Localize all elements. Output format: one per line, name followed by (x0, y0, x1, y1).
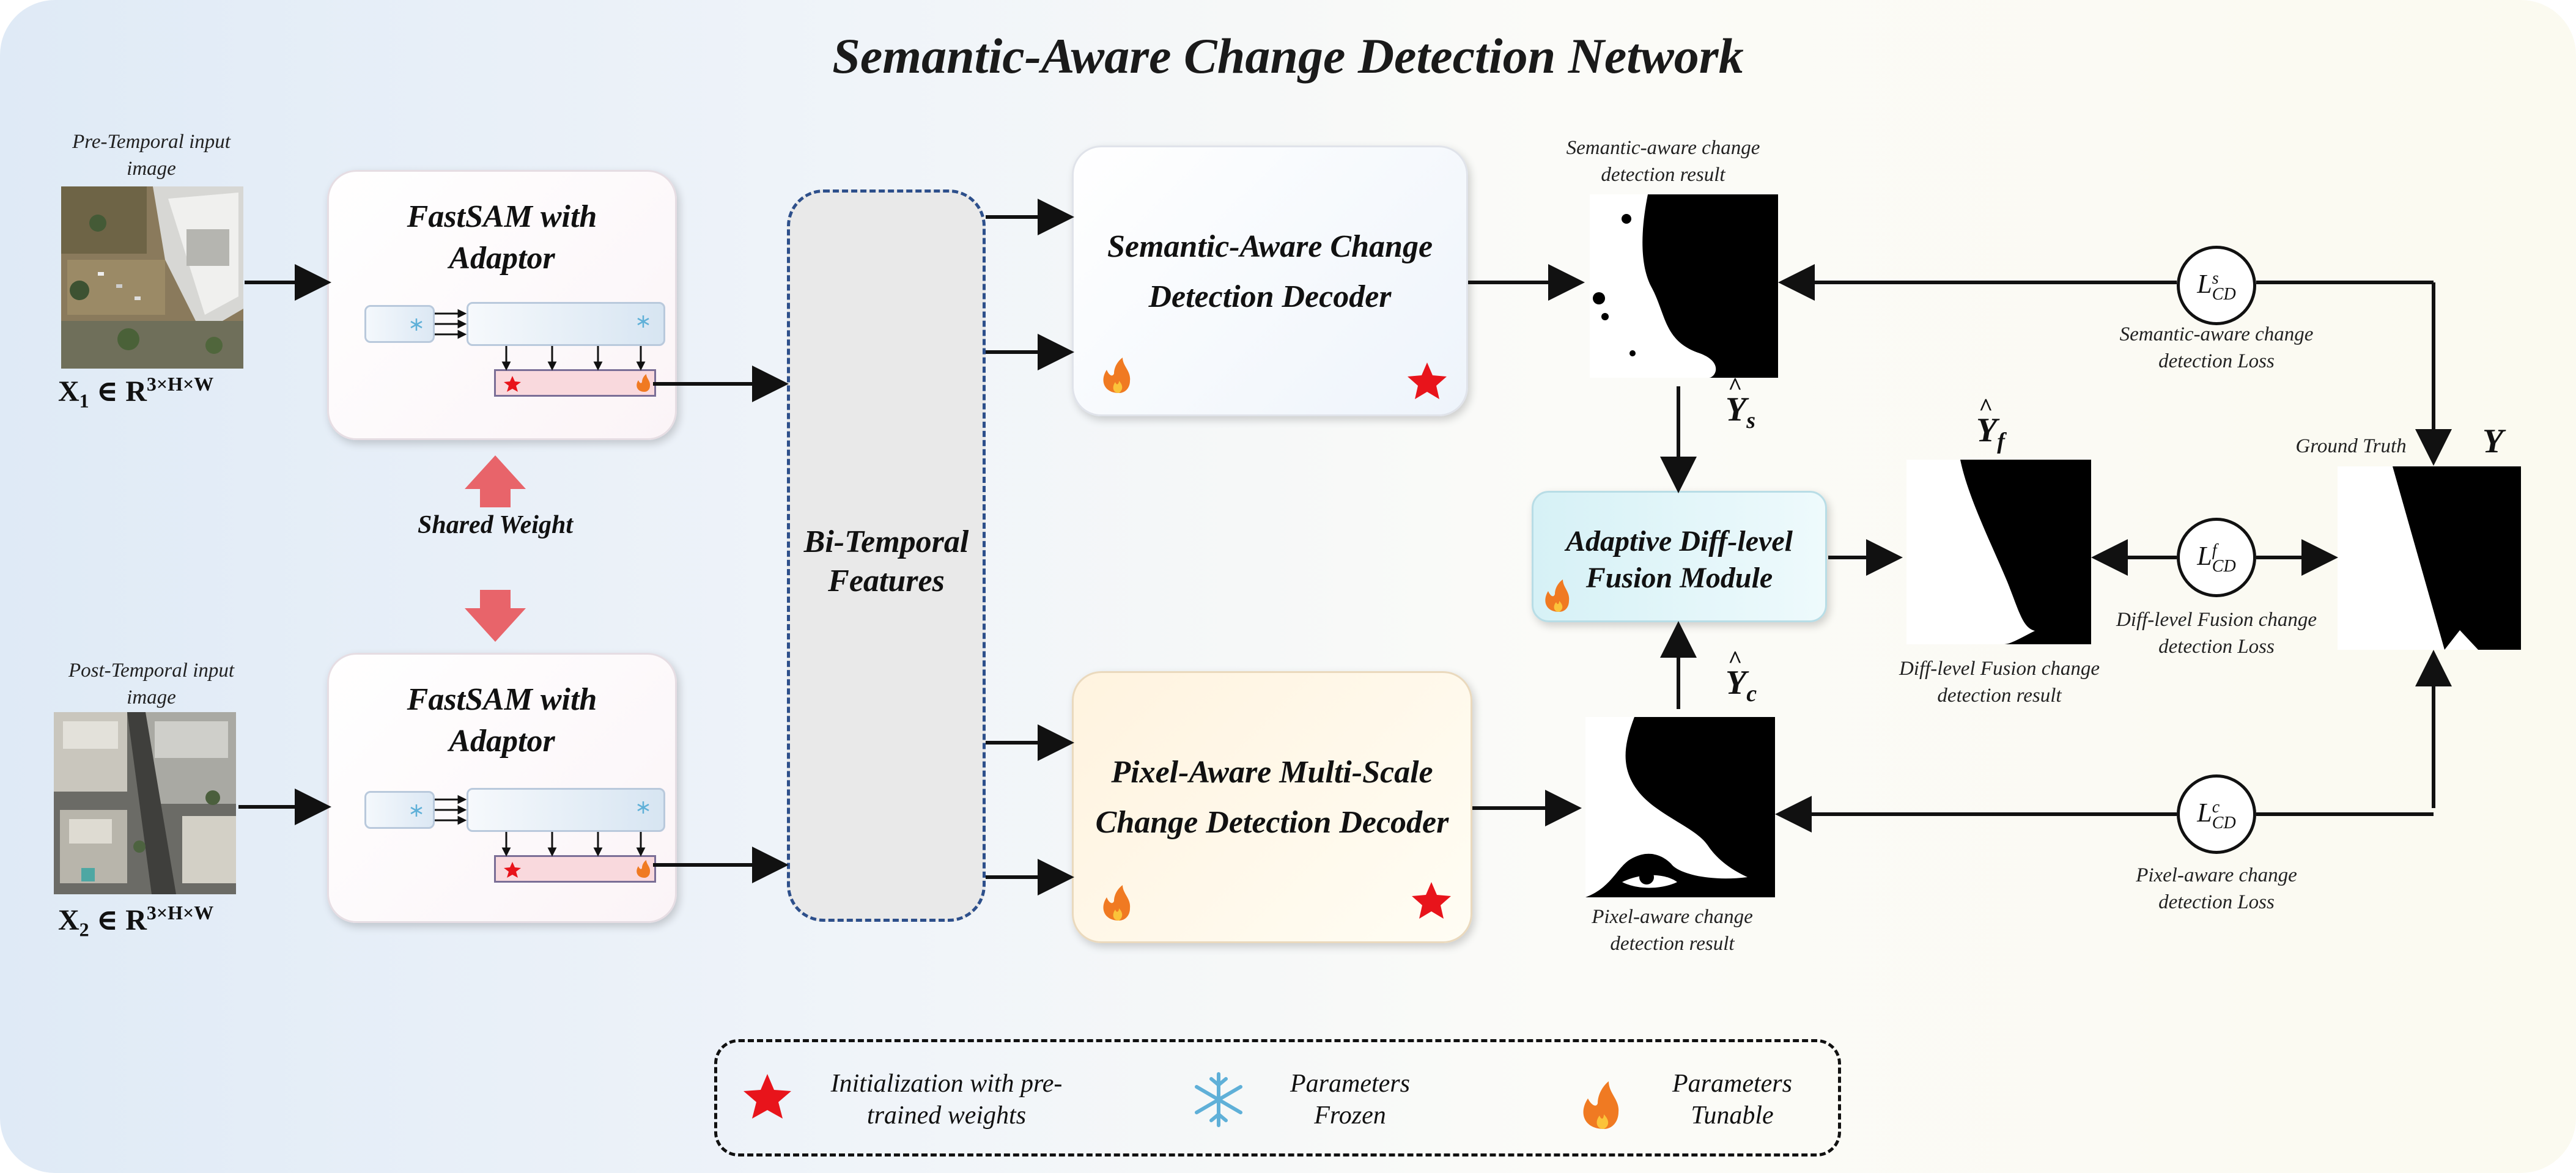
flame-icon (1545, 579, 1570, 612)
fastsam-bottom-title: FastSAM with Adaptor (407, 682, 597, 759)
x2-formula: X2 ∈ R3×H×W (58, 902, 214, 941)
y-c-symbol: ^Yc (1725, 645, 1757, 707)
flame-icon (1103, 885, 1131, 921)
snowflake-icon (410, 801, 649, 817)
adaptor-bottom-icons (410, 795, 651, 878)
adaptor-frozen-block-large (467, 302, 665, 346)
shared-weight-arrows (465, 455, 526, 642)
star-icon (1412, 882, 1451, 919)
pre-temporal-image (61, 186, 243, 369)
adaptor-frozen-block-small (364, 305, 435, 343)
bi-temporal-features-label: Bi-Temporal Features (803, 524, 969, 598)
star-icon (1408, 362, 1447, 399)
adaptor-top-icons (410, 309, 651, 392)
post-temporal-image (54, 712, 236, 894)
semantic-result-caption: Semantic-aware change detection result (1566, 137, 1760, 186)
pixel-loss-caption: Pixel-aware change detection Loss (2136, 864, 2297, 913)
adaptor-tunable-block (494, 855, 656, 883)
shared-weight-label: Shared Weight (417, 511, 573, 539)
star-icon (504, 862, 521, 878)
pixel-aware-decoder: Pixel-Aware Multi-Scale Change Detection… (1072, 671, 1472, 943)
legend-tunable-text: Parameters Tunable (1672, 1070, 1792, 1130)
legend-star-text: Initialization with pre-trained weights (830, 1070, 1063, 1130)
x1-formula: X1 ∈ R3×H×W (58, 373, 214, 412)
pre-temporal-caption: Pre-Temporal input image (72, 131, 231, 180)
semantic-decoder-title: Semantic-Aware Change Detection Decoder (1107, 229, 1433, 314)
star-icon (504, 376, 521, 392)
fastsam-encoder-bottom: FastSAM with Adaptor (327, 653, 677, 923)
adaptor-tunable-block (494, 369, 656, 397)
flame-icon (1103, 358, 1131, 393)
fusion-module-title: Adaptive Diff-level Fusion Module (1566, 525, 1793, 594)
flame-icon (637, 860, 651, 878)
fusion-result-mask (1906, 460, 2091, 644)
flame-icon (1583, 1081, 1619, 1129)
legend-box: Initialization with pre-trained weights … (714, 1039, 1841, 1156)
semantic-aware-decoder: Semantic-Aware Change Detection Decoder (1072, 145, 1468, 416)
diagram-title: Semantic-Aware Change Detection Network (832, 28, 1744, 84)
pixel-result-caption: Pixel-aware change detection result (1592, 906, 1753, 955)
adaptor-frozen-block-small (364, 791, 435, 829)
fusion-loss-caption: Diff-level Fusion change detection Loss (2116, 609, 2317, 658)
snowflake-icon (1195, 1072, 1242, 1127)
y-f-symbol: ^Yf (1976, 393, 2005, 455)
pixel-result-mask (1585, 717, 1775, 897)
snowflake-icon (410, 315, 649, 331)
adaptor-frozen-block-large (467, 788, 665, 832)
ground-truth-mask (2338, 466, 2521, 650)
pixel-decoder-title: Pixel-Aware Multi-Scale Change Detection… (1095, 755, 1449, 840)
semantic-loss-caption: Semantic-aware change detection Loss (2119, 323, 2314, 372)
legend-frozen-text: Parameters Frozen (1290, 1070, 1410, 1130)
flame-icon (637, 374, 651, 392)
fastsam-top-title: FastSAM with Adaptor (407, 199, 597, 276)
y-ground-truth-symbol: Y (2482, 422, 2504, 460)
adaptive-fusion-module: Adaptive Diff-level Fusion Module (1532, 491, 1827, 622)
fusion-result-caption: Diff-level Fusion change detection resul… (1899, 658, 2100, 707)
fastsam-encoder-top: FastSAM with Adaptor (327, 170, 677, 440)
y-s-symbol: ^Ys (1725, 372, 1756, 434)
semantic-result-mask (1590, 194, 1778, 378)
bi-temporal-features-box: Bi-Temporal Features (787, 189, 986, 922)
post-temporal-caption: Post-Temporal input image (68, 660, 235, 708)
ground-truth-caption: Ground Truth (2295, 435, 2407, 457)
star-icon (744, 1074, 791, 1119)
